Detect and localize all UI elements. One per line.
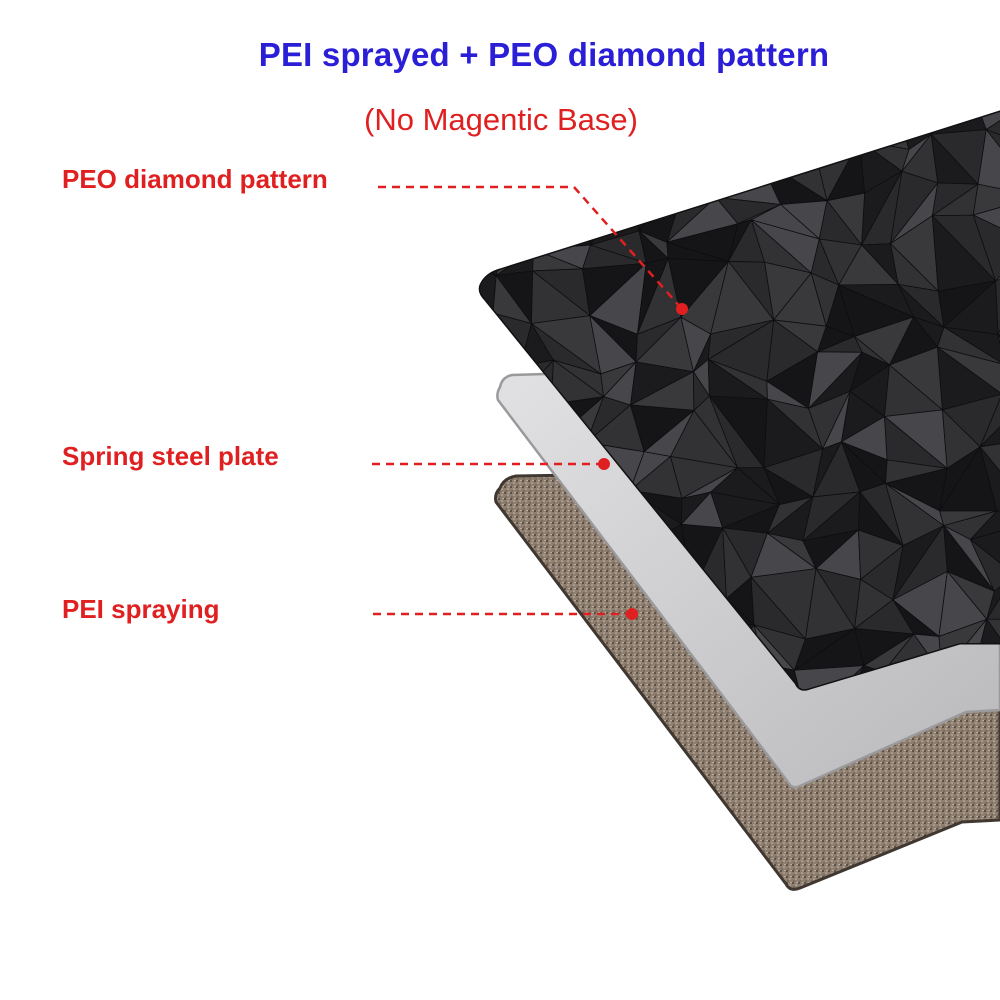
diamond-facet	[978, 397, 1000, 448]
diamond-facet	[674, 138, 717, 198]
diamond-facet	[509, 706, 560, 756]
diamond-facet	[674, 138, 717, 198]
diamond-facet	[480, 415, 499, 461]
diamond-facet	[579, 743, 636, 813]
diamond-facet	[480, 618, 505, 686]
diamond-facet	[480, 589, 505, 630]
diamond-facet	[539, 678, 607, 690]
label-peo-diamond-pattern: PEO diamond pattern	[62, 164, 328, 194]
diamond-facet	[480, 497, 497, 536]
diamond-facet	[480, 136, 503, 189]
diamond-facet	[645, 743, 686, 814]
diamond-facet	[970, 539, 1000, 592]
diamond-facet	[636, 773, 683, 814]
diagram-subtitle: (No Magentic Base)	[364, 102, 638, 137]
diamond-facet	[480, 671, 521, 690]
diamond-facet	[540, 661, 603, 690]
leader-dot-steel	[598, 458, 610, 470]
diamond-facet	[532, 184, 591, 250]
diamond-facet	[969, 510, 1000, 541]
diamond-facet	[541, 712, 606, 746]
diamond-facet	[560, 743, 579, 798]
diamond-facet	[501, 187, 534, 250]
diamond-facet	[480, 530, 497, 578]
diamond-facet	[995, 270, 1000, 335]
diamond-facet	[509, 756, 555, 809]
diamond-facet	[545, 134, 595, 187]
diamond-facet	[533, 185, 592, 250]
diamond-facet	[480, 181, 508, 231]
diamond-facet	[519, 706, 560, 745]
diamond-facet	[979, 446, 1000, 512]
diamond-facet	[979, 439, 1000, 511]
diamond-facet	[451, 768, 518, 810]
diamond-facet	[589, 137, 625, 187]
diamond-facet	[979, 393, 1000, 448]
diamond-facet	[451, 706, 519, 767]
diamond-facet	[489, 628, 547, 673]
diamond-facet	[972, 214, 1000, 282]
leader-dot-peo	[676, 303, 688, 315]
diamond-facet	[451, 756, 518, 809]
diamond-facet	[480, 259, 497, 315]
label-pei-spraying: PEI spraying	[62, 594, 220, 624]
leader-line-peo	[378, 185, 683, 310]
diamond-facet	[509, 746, 560, 787]
diamond-facet	[623, 153, 689, 180]
diamond-facet	[451, 706, 519, 767]
diamond-facet	[480, 459, 498, 504]
diamond-facet	[480, 498, 497, 536]
diamond-facet	[977, 128, 1000, 197]
diamond-facet	[622, 138, 690, 176]
diamond-facet	[480, 628, 505, 686]
diamond-facet	[500, 589, 565, 645]
diamond-facet	[501, 187, 547, 251]
diamond-facet	[480, 530, 503, 591]
diamond-facet	[489, 661, 546, 690]
diamond-facet	[518, 662, 546, 690]
diamond-facet	[555, 746, 579, 798]
diamond-facet	[589, 152, 629, 187]
diamond-facet	[579, 743, 645, 813]
diamond-facet	[972, 183, 1000, 216]
diamond-facet	[480, 226, 508, 277]
diamond-facet	[601, 678, 627, 690]
label-spring-steel-plate: Spring steel plate	[62, 441, 279, 471]
diamond-facet	[480, 684, 521, 690]
diamond-facet	[579, 713, 649, 773]
diamond-facet	[544, 622, 578, 663]
diamond-facet	[480, 226, 497, 276]
diamond-facet	[545, 133, 591, 201]
diamond-facet	[480, 304, 494, 350]
diamond-facet	[480, 181, 508, 231]
diamond-facet	[501, 588, 551, 645]
diamond-facet	[579, 713, 649, 743]
leader-dot-pei	[626, 608, 638, 620]
diamond-facet	[480, 135, 503, 189]
diamond-facet	[480, 421, 518, 461]
diamond-facet	[560, 723, 606, 746]
diamond-facet	[491, 133, 547, 201]
diamond-facet	[491, 160, 547, 201]
diamond-facet	[503, 628, 550, 664]
diagram-title: PEI sprayed + PEO diamond pattern	[258, 36, 830, 73]
